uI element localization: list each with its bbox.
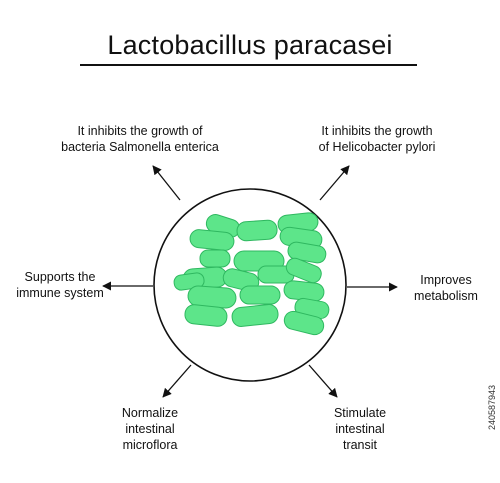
bacteria-cluster bbox=[173, 212, 330, 336]
bacterium bbox=[231, 304, 279, 327]
label-bottom-left: Normalize intestinal microflora bbox=[121, 406, 179, 452]
label-bottom-right: Stimulate intestinal transit bbox=[333, 406, 387, 452]
side-strip: 240587943 bbox=[486, 0, 500, 483]
arrow-bottom-right bbox=[308, 364, 338, 398]
bacterium bbox=[184, 304, 228, 327]
title-underline bbox=[80, 64, 417, 66]
diagram-title: Lactobacillus paracasei bbox=[107, 30, 393, 60]
side-id-text: 240587943 bbox=[487, 384, 497, 430]
bacterium bbox=[189, 229, 235, 251]
arrow-bottom-left bbox=[162, 364, 192, 398]
label-right: Improves metabolism bbox=[414, 273, 478, 303]
arrow-top-left bbox=[152, 165, 181, 201]
arrow-top-right bbox=[319, 165, 350, 201]
label-top-right: It inhibits the growth of Helicobacter p… bbox=[318, 124, 436, 154]
bacterium bbox=[287, 241, 327, 264]
arrows bbox=[102, 165, 398, 398]
bacterium bbox=[236, 219, 278, 242]
label-top-left: It inhibits the growth of bacteria Salmo… bbox=[61, 124, 219, 154]
bacterium bbox=[285, 257, 322, 284]
bacterium bbox=[283, 310, 325, 336]
cell-circle bbox=[153, 188, 347, 382]
bacterium bbox=[199, 249, 231, 268]
label-left: Supports the immune system bbox=[16, 270, 104, 300]
bacterium bbox=[239, 285, 281, 305]
